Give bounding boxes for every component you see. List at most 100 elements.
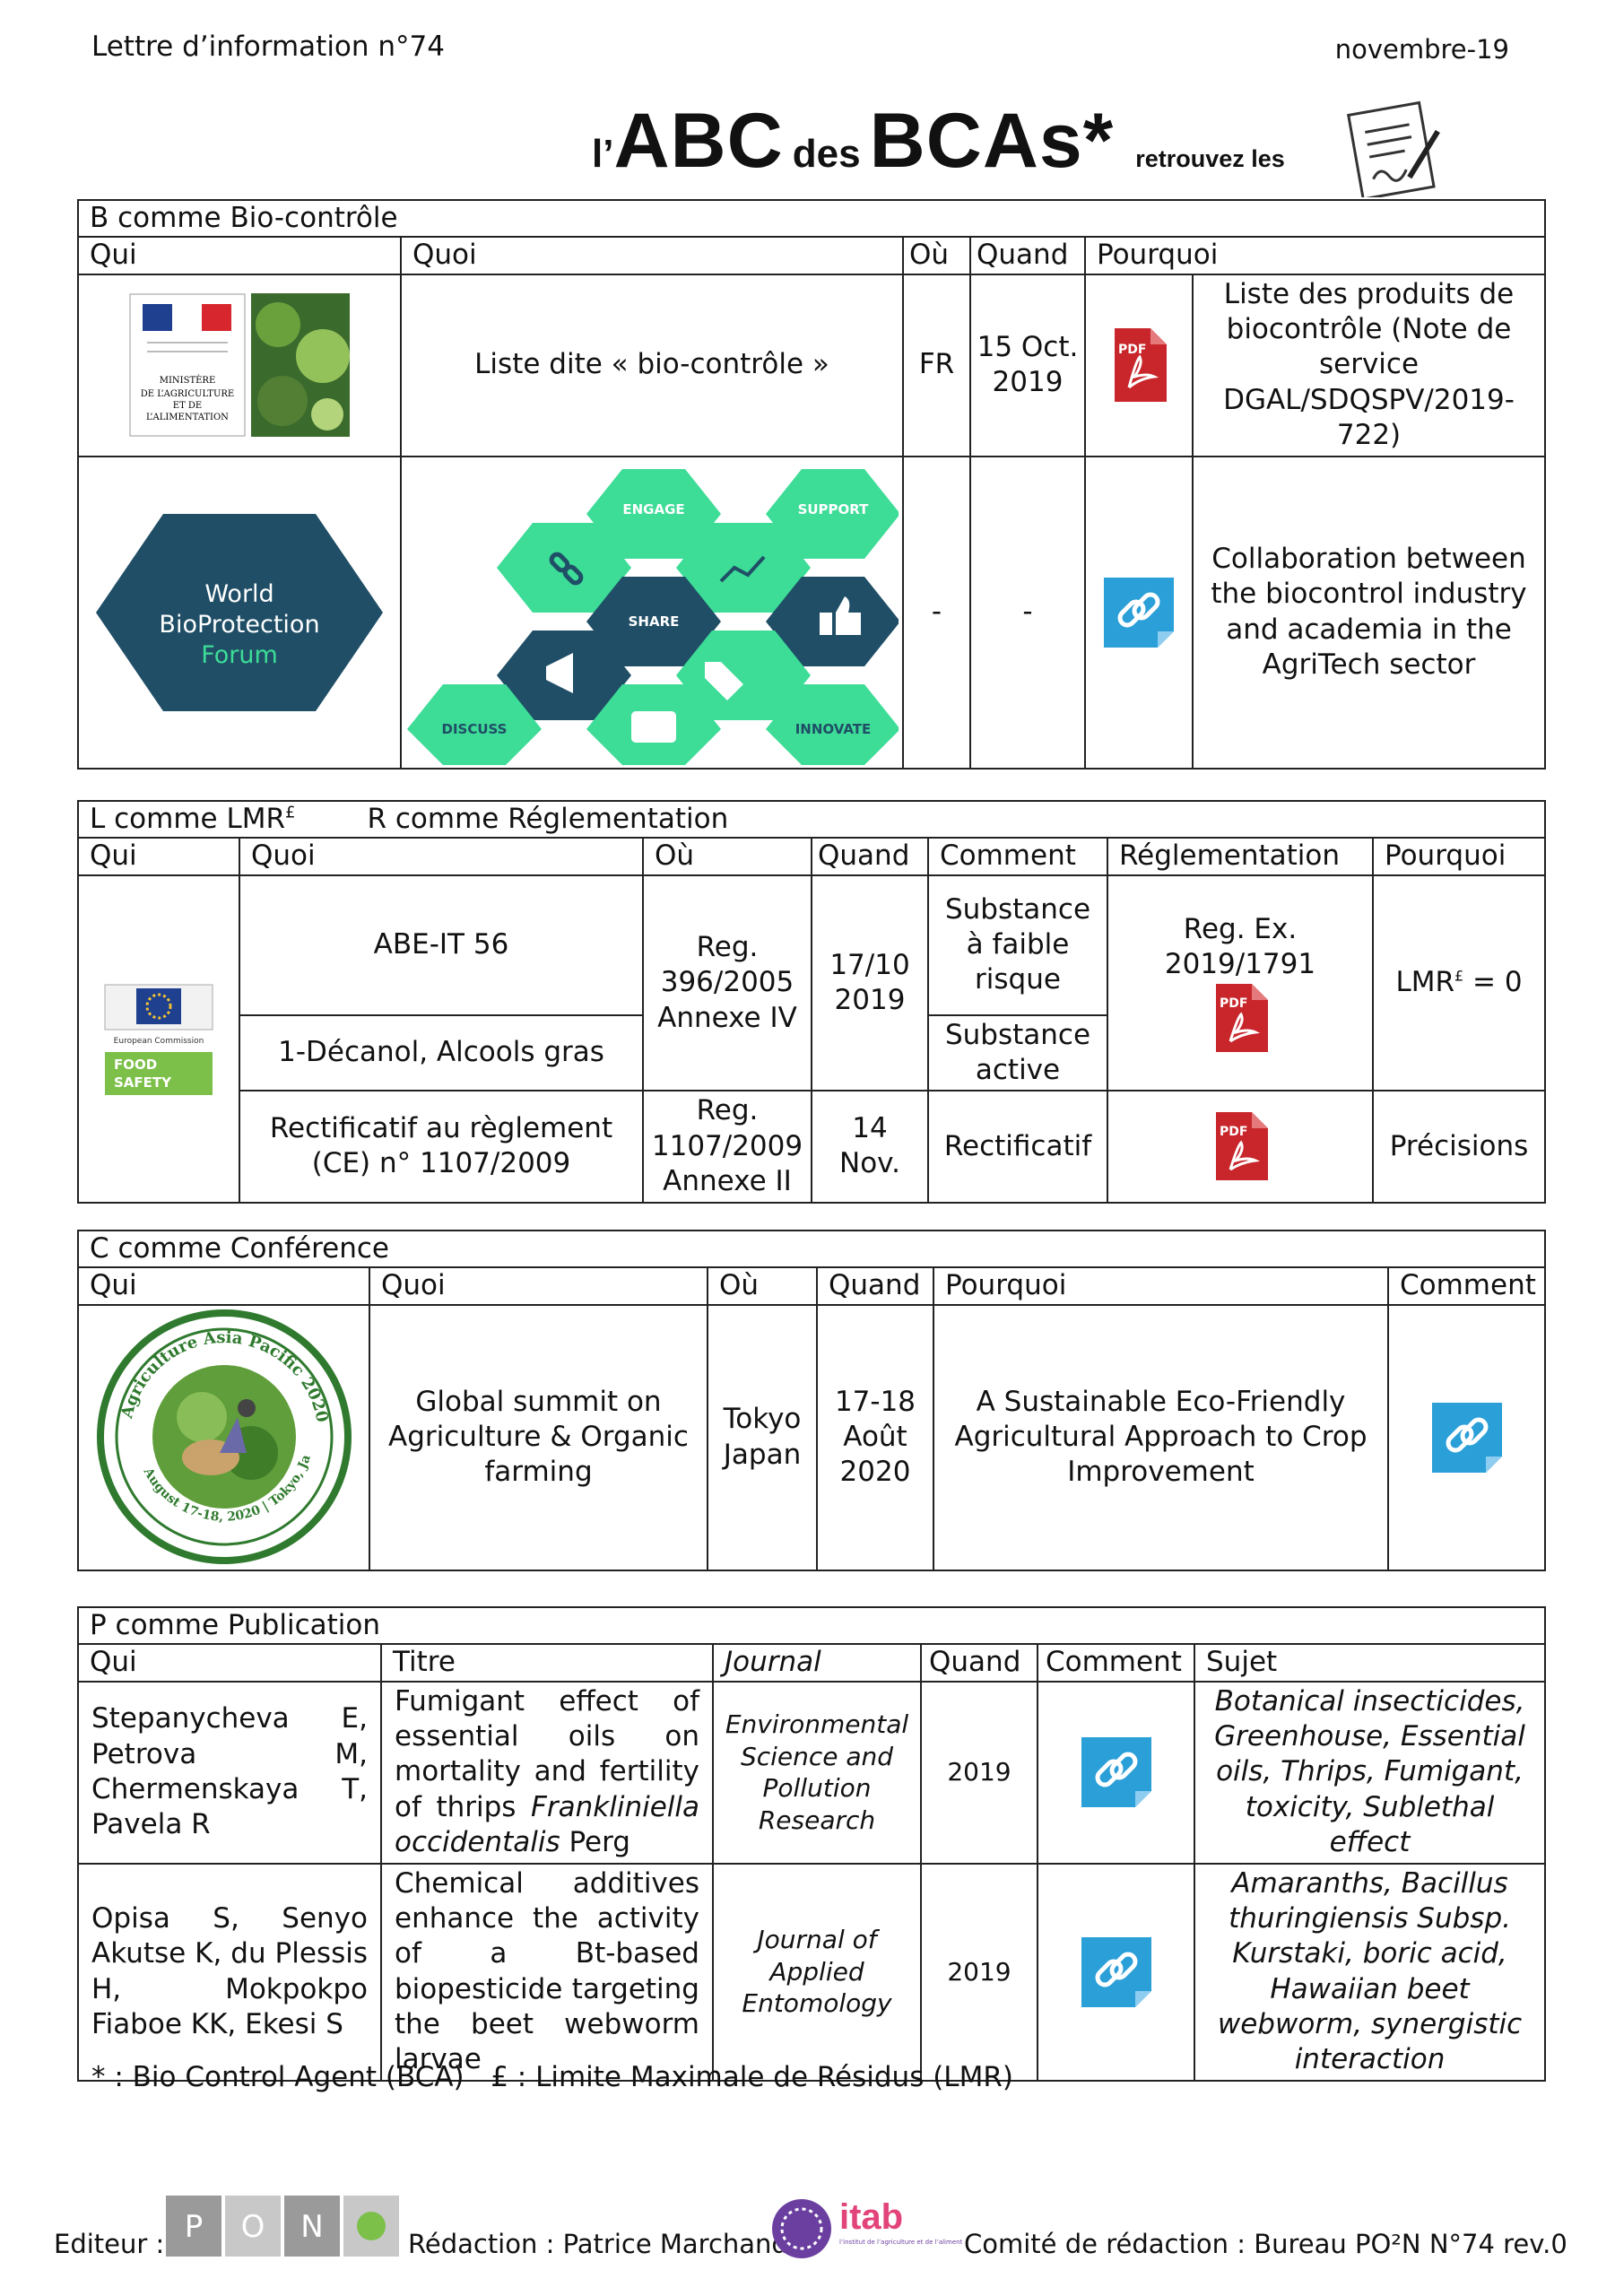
comment-faible-risque: Substance à faible risque — [927, 874, 1108, 1016]
comment-substance-active: Substance active — [927, 1013, 1108, 1092]
col-header-titre: Titre — [380, 1643, 714, 1683]
liste-bio-controle: Liste dite « bio-contrôle » — [400, 273, 904, 457]
document-signing-icon — [1347, 100, 1440, 197]
journal-applied-entomology: Journal of Applied Entomology — [712, 1862, 922, 2082]
page-title: l’ ABC des BCAs* retrouvez les — [592, 97, 1285, 186]
pdf-link-cell[interactable]: PDF — [1084, 273, 1194, 457]
bio-controle-table: B comme Bio-contrôle Qui Quoi Où Quand P… — [76, 198, 1547, 770]
col-header-ou: Où — [707, 1266, 818, 1306]
svg-text:BioProtection: BioProtection — [159, 611, 319, 639]
col-header-qui: Qui — [77, 1643, 382, 1683]
ou-tokyo: Tokyo Japan — [707, 1303, 818, 1571]
itab-subtitle: l’institut de l’agriculture et de l’alim… — [839, 2239, 962, 2246]
quand-date: 15 Oct. 2019 — [969, 273, 1086, 457]
svg-text:PDF: PDF — [1118, 343, 1146, 357]
pourquoi-precisions: Précisions — [1371, 1090, 1547, 1204]
editeur-label: Editeur : — [54, 2229, 165, 2259]
ou-fr: FR — [902, 273, 971, 457]
quoi-rectificatif: Rectificatif au règlement (CE) n° 1107/2… — [239, 1090, 644, 1204]
redaction-credit: Rédaction : Patrice Marchand — [408, 2229, 788, 2259]
title-des: des — [792, 132, 861, 176]
pdf-icon[interactable]: PDF — [1209, 982, 1272, 1054]
svg-text:Forum: Forum — [201, 641, 278, 669]
itab-logo: itab l’institut de l’agriculture et de l… — [772, 2197, 962, 2258]
lmr-reglementation-table: L comme LMR£R comme Réglementation Qui Q… — [76, 799, 1547, 1204]
pourquoi-lmr-zero: LMR£ = 0 — [1371, 874, 1547, 1092]
svg-text:SAFETY: SAFETY — [114, 1074, 172, 1091]
title-abc: ABC — [613, 98, 784, 184]
col-header-quoi: Quoi — [400, 236, 904, 275]
titre-fumigant: Fumigant effect of essential oils on mor… — [380, 1680, 714, 1865]
link-cell[interactable] — [1037, 1680, 1195, 1865]
hex-label-share: SHARE — [629, 613, 680, 630]
food-safety-logo-cell: European Commission FOOD SAFETY — [77, 874, 240, 1204]
col-header-pourquoi: Pourquoi — [933, 1266, 1389, 1306]
link-cell[interactable] — [1084, 455, 1194, 770]
svg-text:World: World — [204, 580, 274, 608]
col-header-quand: Quand — [969, 236, 1086, 275]
pdf-link-cell[interactable]: PDF — [1107, 1090, 1374, 1204]
svg-text:MINISTÈRE: MINISTÈRE — [160, 375, 216, 386]
col-header-quand: Quand — [811, 837, 929, 876]
comment-rectificatif: Rectificatif — [927, 1090, 1108, 1204]
col-header-quand: Quand — [816, 1266, 934, 1306]
link-icon[interactable] — [1428, 1399, 1506, 1476]
ou-reg-1107: Reg. 1107/2009 Annexe II — [642, 1090, 812, 1204]
section-title: B comme Bio-contrôle — [76, 198, 1547, 239]
pourquoi-liste: Liste des produits de biocontrôle (Note … — [1191, 273, 1547, 457]
svg-text:PDF: PDF — [1220, 1125, 1247, 1139]
retrouvez-label: retrouvez les — [1135, 145, 1285, 172]
sujet-botanical: Botanical insecticides, Greenhouse, Esse… — [1193, 1680, 1547, 1865]
link-cell[interactable] — [1386, 1303, 1547, 1571]
pon-o: O — [241, 2209, 265, 2245]
link-icon[interactable] — [1078, 1934, 1155, 2011]
pdf-icon[interactable]: PDF — [1107, 325, 1170, 405]
pdf-icon[interactable]: PDF — [1209, 1110, 1272, 1182]
col-header-journal: Journal — [712, 1643, 922, 1683]
quand-dash: - — [969, 455, 1086, 770]
footnote: * : Bio Control Agent (BCA) £ : Limite M… — [91, 2061, 1013, 2093]
ministere-logo: MINISTÈRE DE L’AGRICULTURE ET DE L’ALIME… — [129, 293, 246, 437]
section-title-r: R comme Réglementation — [367, 803, 729, 835]
conference-table: C comme Conférence Qui Quoi Où Quand Pou… — [76, 1229, 1547, 1571]
svg-text:ET DE: ET DE — [173, 401, 202, 411]
col-header-pourquoi: Pourquoi — [1083, 236, 1547, 275]
section-title: P comme Publication — [76, 1605, 1547, 1646]
col-header-quoi: Quoi — [239, 837, 644, 876]
link-icon[interactable] — [1100, 574, 1177, 651]
hex-label-innovate: INNOVATE — [795, 721, 872, 737]
col-header-qui: Qui — [77, 1266, 370, 1306]
col-header-qui: Qui — [77, 837, 240, 876]
col-header-ou: Où — [642, 837, 812, 876]
col-header-sujet: Sujet — [1193, 1643, 1547, 1683]
publication-table: P comme Publication Qui Titre Journal Qu… — [76, 1605, 1547, 2082]
link-cell[interactable] — [1037, 1862, 1195, 2082]
hex-label-support: SUPPORT — [798, 501, 870, 517]
hex-graphic-cell: ENGAGE SUPPORT SHARE DISCUSS INNOVATE — [400, 455, 904, 770]
issue-date: novembre-19 — [1334, 34, 1509, 65]
quand-aout: 17-18 Août 2020 — [816, 1303, 934, 1571]
hex-label-discuss: DISCUSS — [442, 721, 508, 737]
section-title: L comme LMR£R comme Réglementation — [76, 799, 1547, 839]
svg-text:DE L’AGRICULTURE: DE L’AGRICULTURE — [141, 389, 234, 399]
link-icon[interactable] — [1078, 1734, 1155, 1811]
section-title: C comme Conférence — [76, 1229, 1547, 1269]
quand-2019: 2019 — [920, 1862, 1038, 2082]
col-header-reglementation: Réglementation — [1107, 837, 1374, 876]
agriculture-asia-pacific-badge: Agriculture Asia Pacific 2020 August 17-… — [94, 1309, 352, 1565]
authors-opisa: Opisa S, Senyo Akutse K, du Plessis H, M… — [77, 1862, 382, 2082]
hex-label-engage: ENGAGE — [622, 501, 684, 517]
quand-14-nov: 14 Nov. — [811, 1090, 929, 1204]
reglementation-cell[interactable]: Reg. Ex. 2019/1791 PDF — [1107, 874, 1374, 1092]
newsletter-number: Lettre d’information n°74 — [91, 30, 445, 63]
itab-name: itab — [839, 2197, 903, 2237]
ministere-logo-cell: MINISTÈRE DE L’AGRICULTURE ET DE L’ALIME… — [77, 273, 402, 457]
authors-stepanycheva: Stepanycheva E, Petrova M, Chermenskaya … — [77, 1680, 382, 1865]
col-header-qui: Qui — [77, 236, 402, 275]
col-header-comment: Comment — [927, 837, 1108, 876]
titre-chemical-additives: Chemical additives enhance the activity … — [380, 1862, 714, 2082]
sujet-amaranths: Amaranths, Bacillus thuringiensis Subsp.… — [1193, 1862, 1547, 2082]
quand-2019: 2019 — [920, 1680, 1038, 1865]
col-header-ou: Où — [902, 236, 971, 275]
hexagon-graphic: ENGAGE SUPPORT SHARE DISCUSS INNOVATE — [407, 468, 899, 765]
